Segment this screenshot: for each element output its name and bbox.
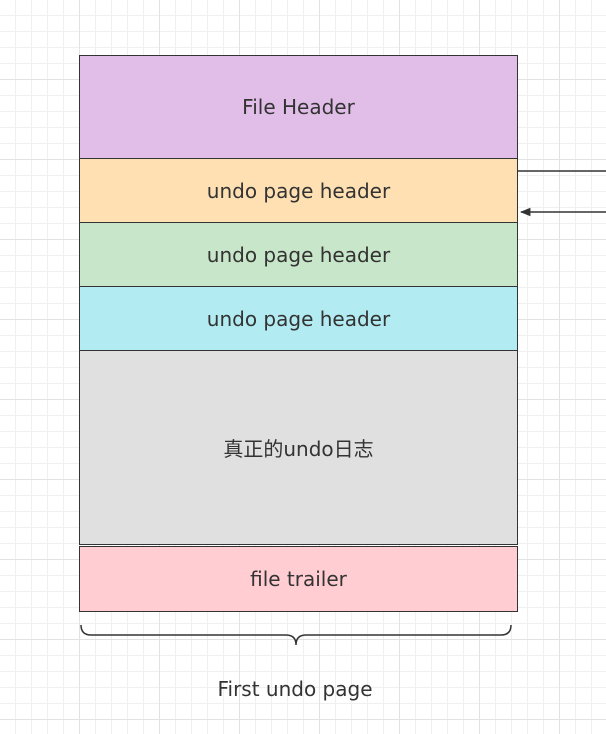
file-trailer-block: file trailer <box>79 546 518 612</box>
undo-log-label: 真正的undo日志 <box>223 437 374 461</box>
undo-page-header-block-2: undo page header <box>79 222 518 287</box>
page-brace <box>80 624 512 646</box>
undo-page-header-block-3: undo page header <box>79 286 518 351</box>
file-header-label: File Header <box>242 95 355 119</box>
undo-page-diagram: File Header undo page header undo page h… <box>79 55 518 612</box>
file-header-block: File Header <box>79 55 518 159</box>
file-trailer-label: file trailer <box>250 567 347 591</box>
undo-page-header-label-1: undo page header <box>206 178 391 203</box>
undo-log-block: 真正的undo日志 <box>79 350 518 545</box>
undo-page-header-label-3: undo page header <box>206 306 391 331</box>
page-caption: First undo page <box>217 677 373 701</box>
undo-page-header-label-2: undo page header <box>206 242 391 267</box>
